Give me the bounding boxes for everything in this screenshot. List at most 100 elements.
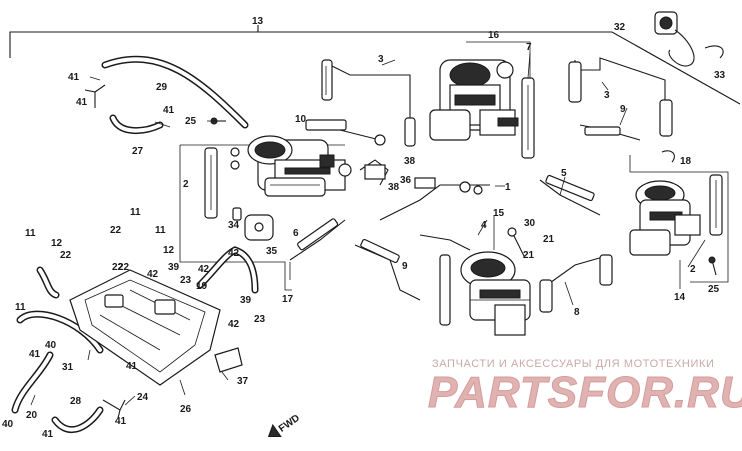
callout-41-c: 41 (163, 105, 175, 116)
linkage-rod-8 (539, 254, 613, 313)
callout-39-a: 39 (168, 262, 180, 273)
callout-11-d: 11 (15, 302, 26, 313)
callout-22-c: 22 (112, 262, 124, 273)
callout-39-b: 39 (240, 295, 252, 306)
callout-41-e: 41 (126, 361, 138, 372)
plate-37 (214, 347, 243, 373)
callout-21-a: 21 (543, 234, 555, 245)
watermark-tagline: ЗАПЧАСТИ И АКСЕССУАРЫ ДЛЯ МОТОТЕХНИКИ (432, 358, 715, 370)
callout-7: 7 (526, 42, 532, 53)
leader-lines (30, 52, 706, 406)
callout-29: 29 (156, 82, 168, 93)
callout-2-right: 2 (690, 264, 696, 275)
float-chamber-pan-26 (69, 269, 221, 386)
callout-22-a: 22 (110, 225, 122, 236)
callout-labels: 13 16 7 32 33 3 3 41 29 41 25 41 27 10 9… (2, 16, 726, 440)
hose-19 (196, 246, 259, 294)
callout-31: 31 (62, 362, 74, 373)
screw-30 (507, 227, 526, 259)
hose-20 (11, 351, 54, 414)
callout-11-b: 11 (155, 225, 166, 236)
hose-12 (36, 266, 60, 299)
callout-13: 13 (252, 16, 264, 27)
carburetor-body-center (460, 251, 531, 336)
linkage-rod-7 (521, 77, 535, 159)
callout-25-left: 25 (185, 116, 197, 127)
callout-23-a: 23 (180, 275, 192, 286)
carburetor-body-left (247, 135, 352, 197)
callout-3-right: 3 (604, 90, 610, 101)
callout-41-b: 41 (76, 97, 88, 108)
callout-32: 32 (614, 22, 626, 33)
callout-40-b: 40 (2, 419, 14, 430)
callout-38-b: 38 (388, 182, 400, 193)
callout-36: 36 (400, 175, 412, 186)
callout-24: 24 (137, 392, 149, 403)
bracket-18 (661, 150, 675, 163)
callout-10: 10 (295, 114, 307, 125)
callout-42-c: 42 (147, 269, 159, 280)
clip-33 (704, 45, 724, 59)
callout-30: 30 (524, 218, 536, 229)
linkage-rod-2-left (204, 147, 240, 219)
hose-27 (109, 114, 164, 134)
spring-34 (232, 207, 242, 221)
callout-9-top: 9 (620, 104, 626, 115)
callout-5: 5 (561, 168, 567, 179)
callout-21-b: 21 (523, 250, 535, 261)
linkage-rod-10 (305, 119, 386, 146)
callout-27: 27 (132, 146, 144, 157)
linkage-rod-6 (289, 218, 346, 261)
linkage-rod-3-left (321, 59, 416, 147)
callout-37: 37 (237, 376, 249, 387)
callout-41-a: 41 (68, 72, 80, 83)
callout-14: 14 (674, 292, 686, 303)
callout-3-left: 3 (378, 54, 384, 65)
plate-35 (244, 214, 274, 241)
linkage-rod-3-right (568, 57, 673, 137)
callout-4: 4 (481, 220, 487, 231)
callout-22-d: 22 (118, 262, 130, 273)
callout-41-d: 41 (29, 349, 41, 360)
callout-35: 35 (266, 246, 278, 257)
callout-1: 1 (505, 182, 511, 193)
watermark-logo: PARTSFOR.RU (428, 368, 742, 418)
callout-11-a: 11 (130, 207, 141, 218)
linkage-rod-9-mid (354, 238, 421, 301)
callout-28: 28 (70, 396, 82, 407)
t-fitting-41-upper (84, 84, 106, 108)
fwd-label: FWD (277, 413, 302, 435)
callout-12-b: 12 (51, 238, 63, 249)
screw-25-right (708, 256, 717, 276)
hose-28 (51, 406, 104, 434)
group-outline-14 (629, 155, 729, 283)
callout-16: 16 (488, 30, 500, 41)
callout-23-b: 23 (254, 314, 266, 325)
callout-41-f: 41 (42, 429, 54, 440)
carburetor-body-right (629, 180, 701, 256)
callout-34: 34 (228, 220, 240, 231)
callout-41-g: 41 (115, 416, 127, 427)
forward-arrow-icon: FWD (267, 413, 302, 437)
t-fitting-24 (102, 399, 126, 419)
linkage-rod-9-top (579, 124, 641, 141)
linkage-rod-1 (379, 177, 490, 221)
callout-17: 17 (282, 294, 294, 305)
callout-33: 33 (714, 70, 726, 81)
callout-40-a: 40 (45, 340, 57, 351)
assembly-bracket-13 (9, 25, 741, 105)
carburetor-body-top (429, 59, 519, 141)
linkage-rod-5 (539, 174, 601, 216)
callout-25-right: 25 (708, 284, 720, 295)
hose-29 (101, 55, 249, 129)
callout-6: 6 (293, 228, 299, 239)
solenoid-assembly-32 (654, 11, 695, 67)
callout-38-a: 38 (404, 156, 416, 167)
callout-42-b: 42 (198, 264, 210, 275)
callout-20: 20 (26, 410, 38, 421)
callout-9-mid: 9 (402, 261, 408, 272)
linkage-rod-4 (419, 234, 471, 326)
callout-26: 26 (180, 404, 192, 415)
linkage-rod-2-right (709, 174, 723, 236)
